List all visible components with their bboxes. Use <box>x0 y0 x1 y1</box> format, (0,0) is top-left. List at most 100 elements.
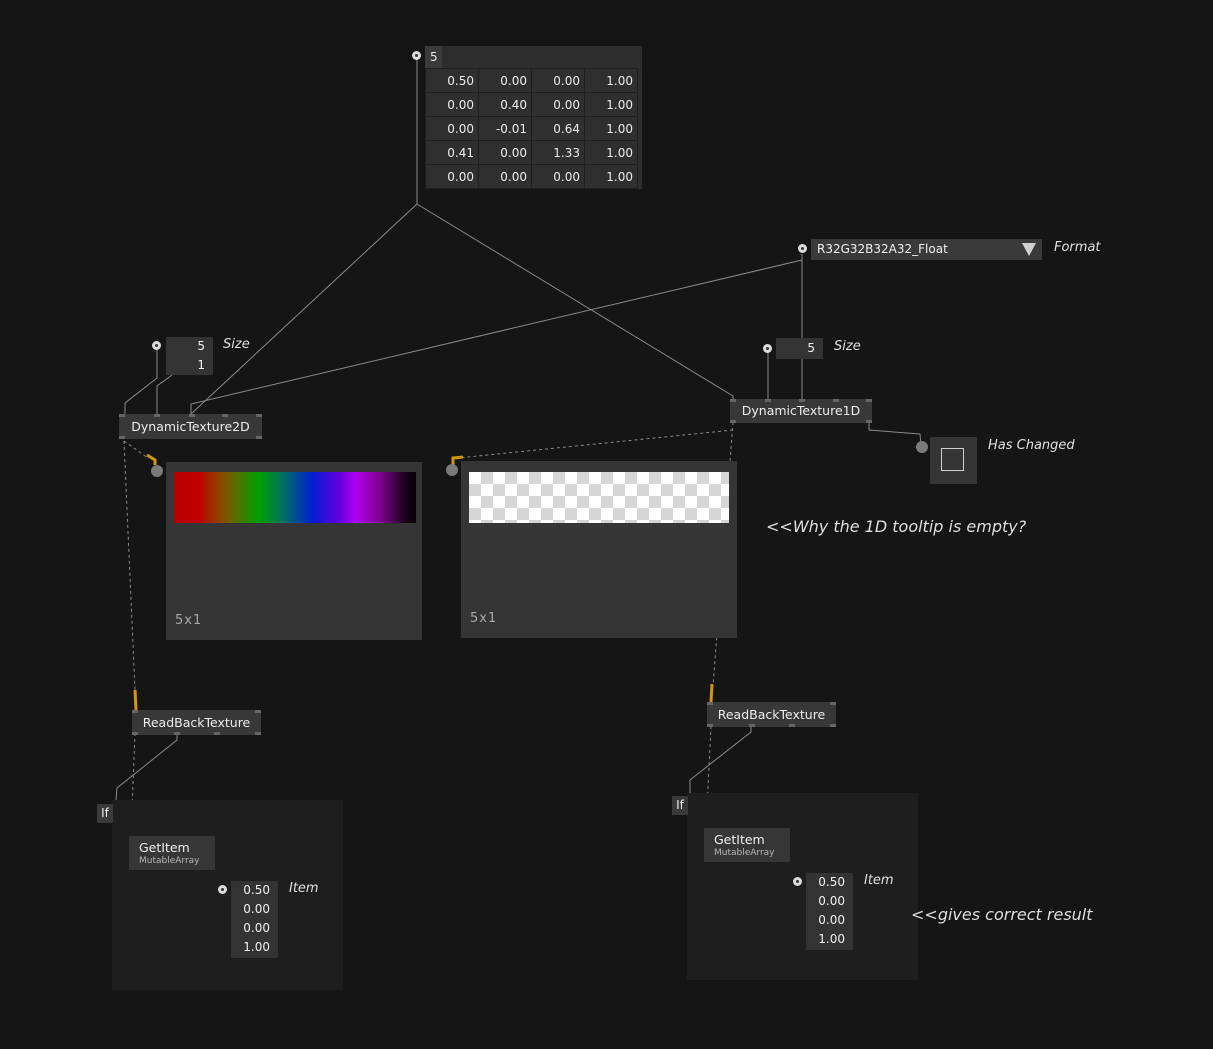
size1d-input[interactable]: 5 <box>776 338 823 359</box>
dynamic-texture-1d-node[interactable]: DynamicTexture1D <box>730 399 872 423</box>
matrix-cell[interactable]: 1.33 <box>531 140 585 165</box>
link-accent-2d <box>146 453 157 465</box>
matrix-cell[interactable]: 1.00 <box>584 92 638 117</box>
input-pin[interactable] <box>730 399 736 402</box>
getitem-node-left[interactable]: GetItem MutableArray <box>129 836 215 870</box>
output-pin[interactable] <box>730 420 736 423</box>
item-right-values[interactable]: 0.50 0.00 0.00 1.00 <box>806 873 853 950</box>
matrix-cell[interactable]: 1.00 <box>584 68 638 93</box>
input-pin[interactable] <box>799 399 805 402</box>
link-texture2d-tooltip <box>123 440 149 459</box>
matrix-cell[interactable]: 0.41 <box>425 140 479 165</box>
output-pin[interactable] <box>707 724 713 727</box>
input-pin[interactable] <box>255 710 261 713</box>
input-pin[interactable] <box>765 399 771 402</box>
item-left-values[interactable]: 0.50 0.00 0.00 1.00 <box>231 881 278 958</box>
input-pin[interactable] <box>132 710 138 713</box>
input-pin[interactable] <box>866 399 872 402</box>
format-dropdown[interactable]: R32G32B32A32_Float <box>811 239 1042 260</box>
readback-texture-node-right[interactable]: ReadBackTexture <box>707 702 836 727</box>
item-left-pin[interactable] <box>218 885 227 894</box>
output-pin[interactable] <box>830 724 836 727</box>
input-pin[interactable] <box>833 399 839 402</box>
texture-preview <box>174 472 416 523</box>
matrix-output-pin[interactable] <box>412 51 421 60</box>
node-title: ReadBackTexture <box>142 715 251 730</box>
output-pin[interactable] <box>255 732 261 735</box>
link-size2d-b <box>156 374 173 416</box>
output-pin[interactable] <box>132 732 138 735</box>
input-pin[interactable] <box>189 414 195 417</box>
matrix-cell[interactable]: 0.00 <box>478 140 532 165</box>
input-pin[interactable] <box>256 414 262 417</box>
input-pin[interactable] <box>830 702 836 705</box>
item-value[interactable]: 0.00 <box>243 902 270 916</box>
matrix-cell[interactable]: 0.00 <box>478 164 532 189</box>
output-pin[interactable] <box>866 420 872 423</box>
chevron-down-icon[interactable] <box>1022 243 1036 256</box>
if-tag-left[interactable]: If <box>97 804 113 823</box>
matrix-cell[interactable]: 0.40 <box>478 92 532 117</box>
matrix-cell[interactable]: 0.00 <box>531 92 585 117</box>
texture-2d-tooltip: 5x1 <box>166 462 422 640</box>
format-pin[interactable] <box>798 244 807 253</box>
input-pin[interactable] <box>119 414 125 417</box>
item-value[interactable]: 0.00 <box>818 894 845 908</box>
dynamic-texture-2d-node[interactable]: DynamicTexture2D <box>119 414 262 439</box>
has-changed-toggle[interactable] <box>930 437 977 484</box>
matrix-cell[interactable]: 1.00 <box>584 140 638 165</box>
matrix-cell[interactable]: 0.00 <box>425 92 479 117</box>
input-pin[interactable] <box>154 414 160 417</box>
size2d-pin[interactable] <box>152 341 161 350</box>
link-readback-right-if <box>689 725 752 793</box>
item-value[interactable]: 0.50 <box>243 883 270 897</box>
size2d-x[interactable]: 5 <box>197 339 205 353</box>
matrix-cell[interactable]: -0.01 <box>478 116 532 141</box>
matrix-cell[interactable]: 0.00 <box>478 68 532 93</box>
matrix-cell[interactable]: 0.00 <box>425 164 479 189</box>
matrix-cell[interactable]: 0.00 <box>425 116 479 141</box>
matrix-cell[interactable]: 0.50 <box>425 68 479 93</box>
output-pin[interactable] <box>174 732 180 735</box>
link-texture2d-readback <box>123 440 136 691</box>
readback-texture-node-left[interactable]: ReadBackTexture <box>132 710 261 735</box>
checkbox-icon[interactable] <box>941 448 964 471</box>
if-region-right[interactable] <box>687 793 918 980</box>
item-value[interactable]: 0.00 <box>818 913 845 927</box>
item-value[interactable]: 1.00 <box>243 940 270 954</box>
matrix-cell[interactable]: 0.64 <box>531 116 585 141</box>
comment-correct-result: <<gives correct result <box>911 905 1093 924</box>
link-format-to-2d <box>190 259 803 416</box>
tooltip-2d-pin[interactable] <box>151 465 163 477</box>
item-value[interactable]: 0.50 <box>818 875 845 889</box>
node-title: DynamicTexture1D <box>741 403 861 418</box>
size2d-y[interactable]: 1 <box>197 358 205 372</box>
item-value[interactable]: 1.00 <box>818 932 845 946</box>
input-pin[interactable] <box>707 702 713 705</box>
output-pin[interactable] <box>256 436 262 439</box>
item-value[interactable]: 0.00 <box>243 921 270 935</box>
output-pin[interactable] <box>214 732 220 735</box>
matrix-count[interactable]: 5 <box>425 46 642 68</box>
if-region-left[interactable] <box>112 800 343 990</box>
input-pin[interactable] <box>222 414 228 417</box>
output-pin[interactable] <box>749 724 755 727</box>
node-title: DynamicTexture2D <box>131 419 250 434</box>
matrix-cell[interactable]: 0.00 <box>531 164 585 189</box>
has-changed-pin[interactable] <box>916 441 928 453</box>
output-pin[interactable] <box>789 724 795 727</box>
link-texture1d-tooltip <box>457 429 734 459</box>
getitem-node-right[interactable]: GetItem MutableArray <box>704 828 790 862</box>
size2d-input[interactable]: 5 1 <box>166 337 213 375</box>
output-pin[interactable] <box>119 436 125 439</box>
if-tag-right[interactable]: If <box>672 796 688 815</box>
matrix-cell[interactable]: 0.00 <box>531 68 585 93</box>
size1d-value[interactable]: 5 <box>807 341 815 355</box>
matrix-cell[interactable]: 1.00 <box>584 164 638 189</box>
item-right-pin[interactable] <box>793 877 802 886</box>
matrix-cell[interactable]: 1.00 <box>584 116 638 141</box>
tooltip-1d-pin[interactable] <box>446 464 458 476</box>
size1d-pin[interactable] <box>763 344 772 353</box>
